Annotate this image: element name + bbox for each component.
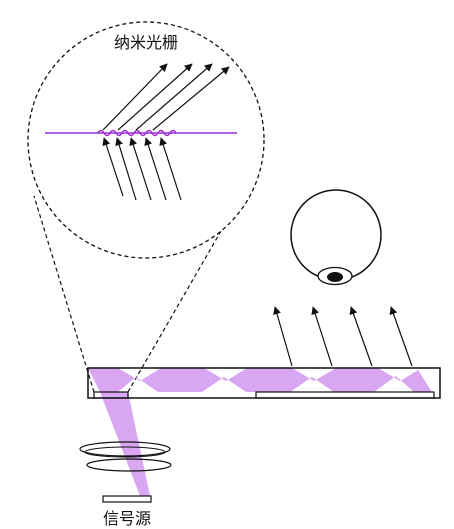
diffracted-rays	[102, 63, 230, 131]
zoom-line-left	[33, 195, 95, 393]
nano-grating	[97, 129, 177, 137]
incident-rays	[102, 137, 182, 201]
eye	[290, 189, 382, 286]
nano-grating-inset	[27, 21, 265, 259]
output-coupler	[255, 391, 435, 399]
lens-stack	[79, 441, 172, 472]
source-beam	[100, 392, 150, 496]
output-rays	[273, 306, 413, 367]
signal-source	[102, 495, 152, 503]
inset-title: 纳米光栅	[114, 33, 178, 52]
source-label: 信号源	[103, 509, 151, 528]
waveguide-light	[88, 368, 432, 392]
input-coupler	[93, 391, 129, 399]
